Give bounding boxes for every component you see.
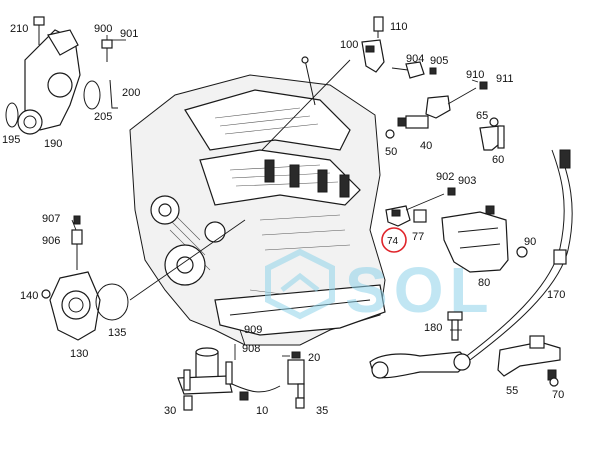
label-80: 80	[478, 277, 490, 289]
label-911: 911	[496, 73, 514, 85]
label-135: 135	[108, 327, 126, 339]
label-180: 180	[424, 322, 442, 334]
part-bracket-60	[479, 117, 505, 151]
label-35: 35	[316, 405, 328, 417]
label-904: 904	[406, 53, 424, 65]
label-910: 910	[466, 69, 484, 81]
part-sensor-100	[361, 16, 437, 79]
label-140: 140	[20, 290, 38, 302]
label-74: 74	[387, 236, 399, 247]
label-10: 10	[256, 405, 268, 417]
label-30: 30	[164, 405, 176, 417]
label-100: 100	[340, 39, 358, 51]
label-110: 110	[390, 21, 408, 33]
label-90: 90	[524, 236, 536, 248]
part-harness-170	[369, 149, 573, 387]
label-60: 60	[492, 154, 504, 166]
label-908: 908	[242, 343, 260, 355]
part-solenoid-10	[177, 347, 305, 411]
label-130: 130	[70, 348, 88, 360]
label-200: 200	[122, 87, 140, 99]
label-902: 902	[436, 171, 454, 183]
leader-lines	[71, 59, 479, 360]
label-195: 195	[2, 134, 20, 146]
label-903: 903	[458, 175, 476, 187]
label-210: 210	[10, 23, 28, 35]
label-900: 900	[94, 23, 112, 35]
part-thermostat-housing	[5, 16, 126, 135]
label-70: 70	[552, 389, 564, 401]
label-905: 905	[430, 55, 448, 67]
label-170: 170	[547, 289, 565, 301]
part-camshaft-sensor-40	[385, 81, 488, 139]
part-labels: 210 900 901 200 205 195 190 110 100 904 …	[2, 21, 565, 417]
label-190: 190	[44, 138, 62, 150]
label-65: 65	[476, 110, 488, 122]
label-906: 906	[42, 235, 60, 247]
label-901: 901	[120, 28, 138, 40]
label-20: 20	[308, 352, 320, 364]
label-907: 907	[42, 213, 60, 225]
part-crank-sensor-74	[381, 187, 456, 253]
part-bracket-80	[441, 205, 528, 273]
label-55: 55	[506, 385, 518, 397]
label-50: 50	[385, 146, 397, 158]
label-909: 909	[244, 324, 262, 336]
label-205: 205	[94, 111, 112, 123]
engine-block	[129, 56, 386, 346]
part-coolant-pump-130	[41, 215, 129, 341]
highlight-circle	[381, 227, 407, 253]
part-bolt-180	[447, 311, 463, 341]
label-77: 77	[412, 231, 424, 243]
label-40: 40	[420, 140, 432, 152]
